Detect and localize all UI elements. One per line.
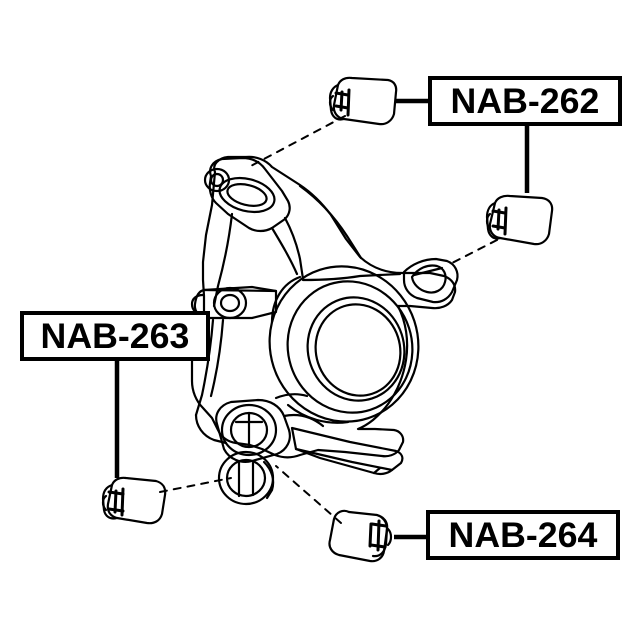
knuckle-right-ear-outline bbox=[402, 257, 459, 304]
knuckle-lower-arm-tip bbox=[372, 466, 382, 475]
knuckle-right-arm-top bbox=[298, 184, 363, 260]
knuckle-upper-boss-outline bbox=[208, 156, 291, 233]
part-label-nab-264-text: NAB-264 bbox=[448, 515, 598, 555]
part-label-nab-264[interactable]: NAB-264 bbox=[426, 510, 620, 560]
knuckle-right-ear-bore bbox=[410, 264, 447, 294]
bushing-right bbox=[485, 194, 554, 246]
bushing-lower-center-inner-sleeve bbox=[368, 519, 388, 552]
bushing-lower-center bbox=[328, 509, 393, 563]
bushing-upper-left-inner-sleeve bbox=[334, 88, 351, 117]
bushing-upper-left-bore bbox=[328, 94, 335, 112]
bushing-lower-left-bore bbox=[101, 494, 108, 512]
knuckle-web-fold bbox=[270, 226, 299, 276]
knuckle-left-rib-2 bbox=[209, 318, 225, 398]
knuckle-lower-eye-slot bbox=[237, 460, 255, 498]
bushing-right-inner-sleeve bbox=[491, 206, 508, 236]
knuckle-neck-edge-left bbox=[212, 212, 234, 308]
knuckle-upper-stud-inner bbox=[209, 172, 225, 188]
bushing-lower-center-end-face bbox=[371, 513, 389, 558]
hub-bore-ring-1 bbox=[268, 265, 420, 423]
guide-upper-left-line bbox=[246, 115, 346, 169]
knuckle-lower-eye-inner bbox=[225, 458, 267, 498]
hub-bore-ring-2 bbox=[286, 280, 414, 414]
knuckle-neck-edge-right bbox=[283, 216, 305, 281]
knuckle-mid-brace bbox=[274, 393, 309, 400]
guide-lower-center-line bbox=[275, 465, 342, 524]
hub-housing-bottom-wall bbox=[286, 403, 350, 424]
knuckle-lower-boss-cross bbox=[234, 411, 264, 449]
knuckle-lower-arm-fold bbox=[294, 447, 394, 472]
hub-housing-left-wall bbox=[270, 275, 302, 324]
guide-right-line bbox=[451, 239, 498, 264]
knuckle-lower-eye-wall bbox=[262, 460, 275, 500]
hub-bore-ring-3 bbox=[306, 296, 406, 402]
part-label-nab-262[interactable]: NAB-262 bbox=[428, 76, 622, 126]
bushing-right-bore bbox=[485, 212, 492, 231]
part-label-nab-262-text: NAB-262 bbox=[450, 81, 600, 121]
knuckle-right-arm-bottom bbox=[301, 272, 402, 282]
knuckle-upper-stud bbox=[203, 167, 231, 193]
bushing-lower-center-bore bbox=[386, 527, 393, 547]
knuckle-upper-boss-bore-outer bbox=[218, 176, 276, 214]
knuckle-right-ear-shade bbox=[412, 266, 444, 277]
bushing-lower-left bbox=[101, 476, 167, 525]
bushing-upper-left bbox=[328, 76, 398, 126]
leader-lines bbox=[114, 98, 530, 540]
knuckle-lower-boss-bore-outer bbox=[220, 403, 278, 457]
knuckle-left-bracket-outline bbox=[193, 285, 278, 320]
knuckle-left-bracket-bore bbox=[212, 286, 248, 320]
knuckle-left-bracket-bore-inner bbox=[219, 293, 241, 313]
hub-bore-ring-4 bbox=[314, 303, 402, 397]
bushing-lower-left-body bbox=[106, 476, 167, 525]
knuckle-lower-shoulder bbox=[282, 413, 325, 428]
bushing-lower-left-inner-sleeve bbox=[107, 487, 125, 517]
bushing-right-body bbox=[488, 194, 554, 246]
knuckle-body bbox=[190, 155, 459, 506]
part-label-nab-263-text: NAB-263 bbox=[40, 316, 190, 356]
knuckle-upper-boss-bore-inner bbox=[226, 183, 268, 207]
knuckle-left-rib bbox=[194, 318, 215, 417]
bushing-upper-left-body bbox=[332, 76, 398, 126]
knuckle-lower-left-foot bbox=[194, 413, 228, 445]
part-label-nab-263[interactable]: NAB-263 bbox=[20, 311, 210, 361]
